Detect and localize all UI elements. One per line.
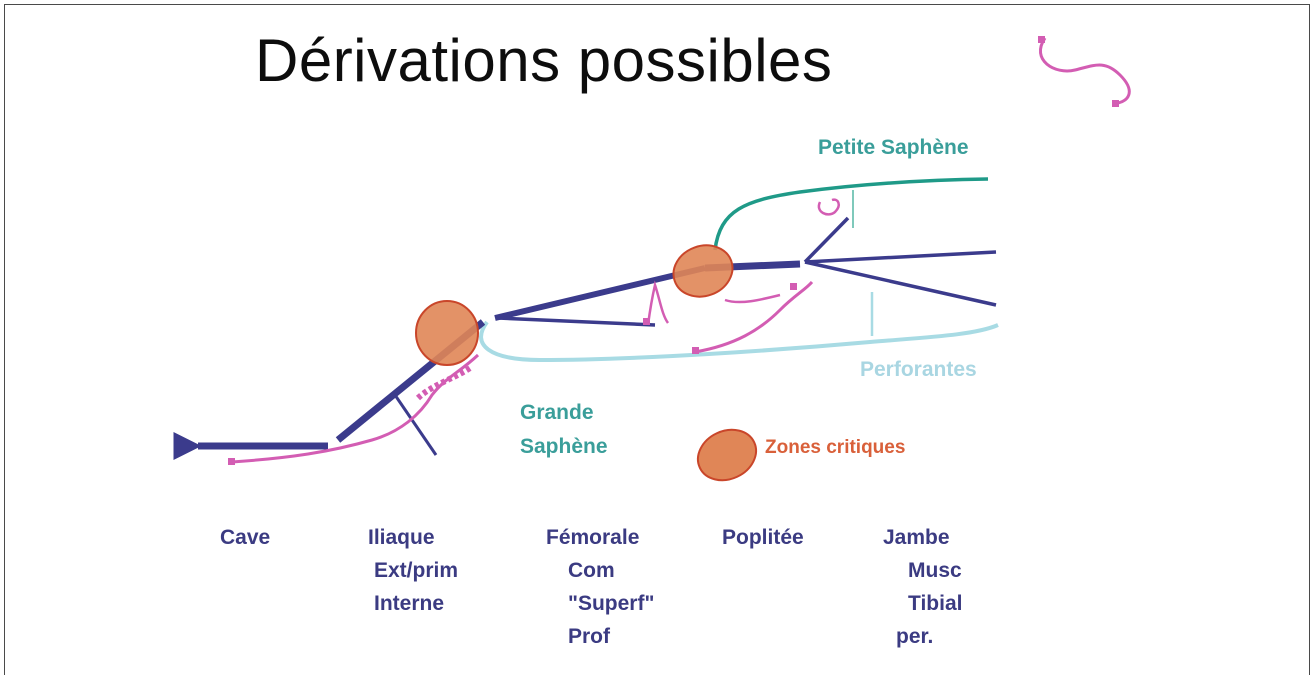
bypass-path (648, 285, 668, 325)
segment-femorale: Fémorale Com "Superf" Prof (546, 521, 654, 653)
bypass-anchor (228, 458, 235, 465)
label-grande-saphene: Grande Saphène (520, 396, 608, 464)
critical-zone-popliteal (666, 237, 739, 305)
segment-line: Poplitée (722, 521, 804, 554)
segment-line: Prof (546, 620, 654, 653)
segment-line: per. (883, 620, 962, 653)
segment-line: "Superf" (546, 587, 654, 620)
segment-line: Musc (883, 554, 962, 587)
muscular-vein (805, 218, 848, 262)
segment-line: Com (546, 554, 654, 587)
squiggle-decoration (1040, 38, 1129, 103)
bypass-anchor (643, 318, 650, 325)
tibial-vein (805, 262, 996, 305)
segment-line: Cave (220, 521, 270, 554)
segment-line: Jambe (883, 521, 962, 554)
segment-poplitee: Poplitée (722, 521, 804, 554)
petite-saphene-vein (715, 179, 988, 250)
segment-cave: Cave (220, 521, 270, 554)
segment-line: Ext/prim (368, 554, 458, 587)
squiggle-end-marker (1112, 100, 1119, 107)
segment-line: Interne (368, 587, 458, 620)
label-zones-critiques: Zones critiques (765, 437, 905, 459)
segment-iliaque: Iliaque Ext/prim Interne (368, 521, 458, 620)
label-grande-saphene-line: Grande (520, 396, 608, 430)
segment-line: Tibial (883, 587, 962, 620)
legend-critical-zone-swatch (690, 421, 765, 490)
femoral-deep-vein (498, 318, 655, 325)
bypass-anchor (692, 347, 699, 354)
segment-line: Fémorale (546, 521, 654, 554)
label-petite-saphene: Petite Saphène (818, 136, 969, 160)
tibial-vein (805, 252, 996, 262)
squiggle-end-marker (1038, 36, 1045, 43)
label-perforantes: Perforantes (860, 358, 977, 382)
bypass-path (819, 200, 839, 215)
critical-zone-iliac (416, 301, 478, 365)
label-grande-saphene-line: Saphène (520, 430, 608, 464)
segment-jambe: Jambe Musc Tibial per. (883, 521, 962, 653)
internal-iliac-vein (395, 395, 436, 455)
segment-line: Iliaque (368, 521, 458, 554)
grande-saphene-vein (481, 322, 998, 360)
bypass-anchor (790, 283, 797, 290)
bypass-path (725, 295, 780, 302)
